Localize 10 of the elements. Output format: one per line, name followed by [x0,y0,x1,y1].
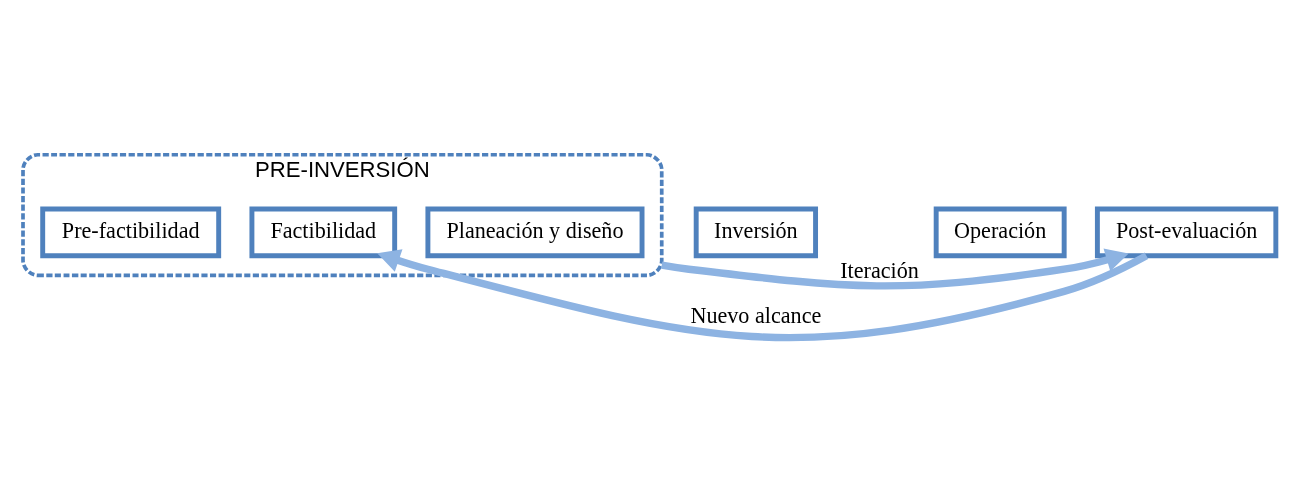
edge-label: Iteración [840,257,919,283]
node-box: Factibilidad [249,205,398,258]
node-box: Operación [933,205,1067,258]
node-box: Post-evaluación [1094,205,1279,258]
edge-label: Nuevo alcance [690,302,822,328]
arrow [377,248,1149,341]
node-box: Inversión [693,205,818,258]
arrow [661,248,1129,289]
node-box: Planeación y diseño [425,205,645,258]
node-box: Pre-factibilidad [40,205,222,258]
